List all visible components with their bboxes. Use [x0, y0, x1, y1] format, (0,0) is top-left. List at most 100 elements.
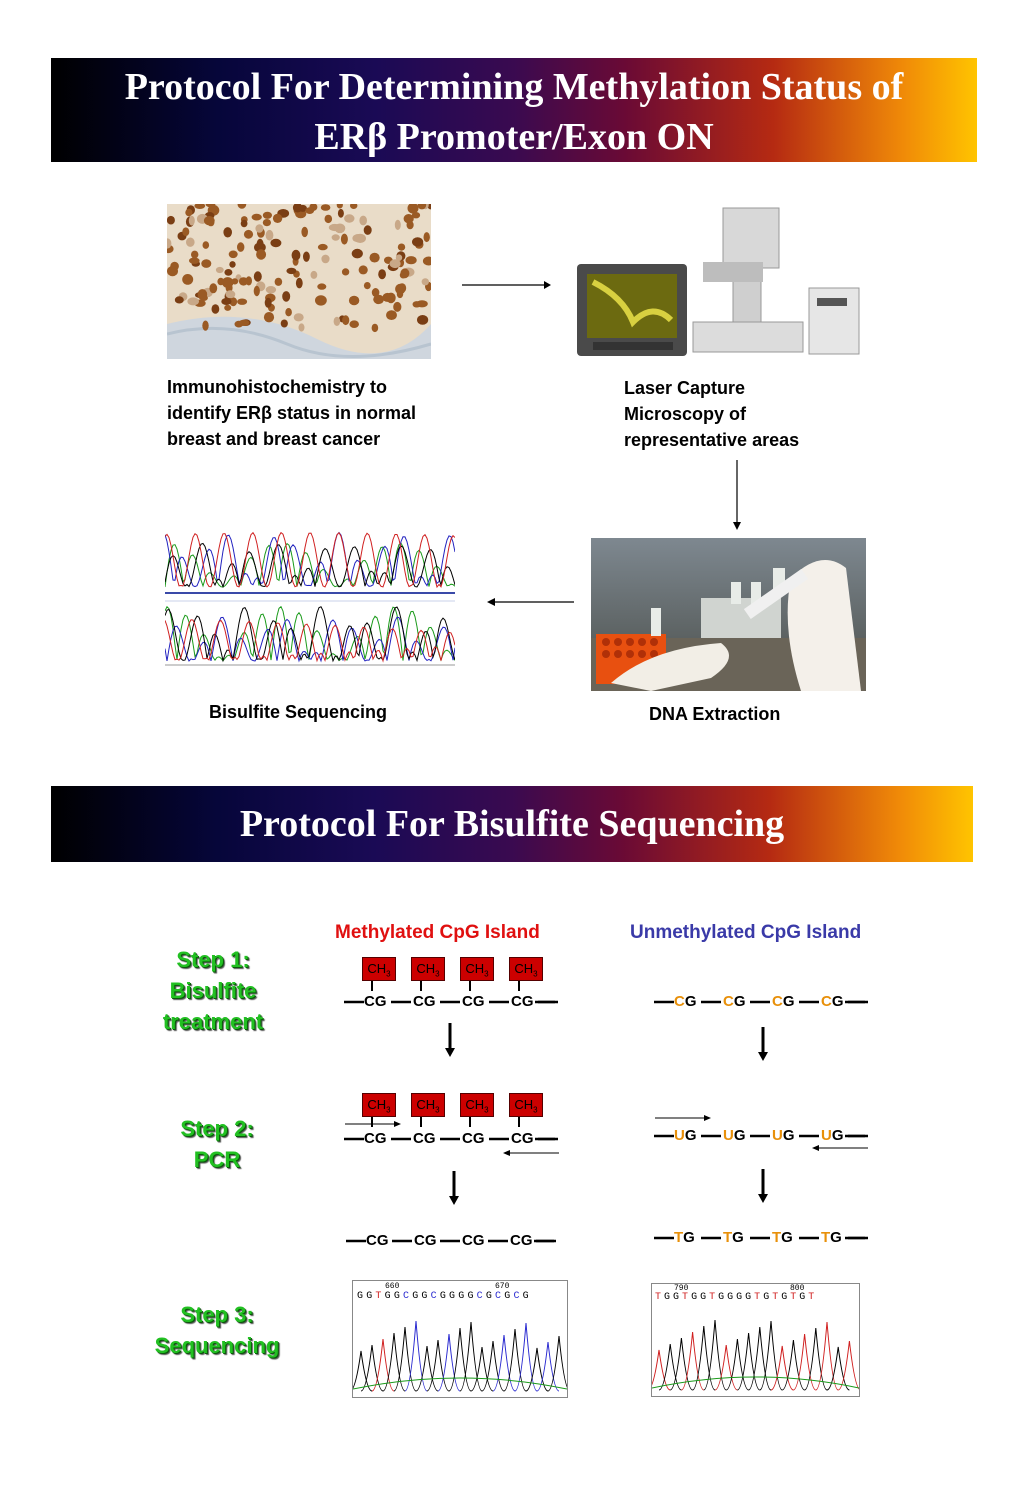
trace-peak [652, 1349, 671, 1391]
guanine-base: G [782, 993, 795, 1010]
sequence-base: G [467, 1291, 477, 1302]
dna-backbone [346, 1239, 556, 1243]
sequence-base: G [718, 1292, 728, 1303]
trace-peak [426, 1339, 450, 1392]
step-3-label: Step 3: Sequencing [132, 1299, 302, 1361]
sequence-base: G [439, 1291, 450, 1302]
bisulfite-protocol-banner: Protocol For Bisulfite Sequencing [51, 786, 973, 862]
bisulfite-caption: Bisulfite Sequencing [209, 702, 388, 722]
cpg-dinucleotide: CG [821, 993, 844, 1013]
trace-peak [692, 1325, 716, 1391]
ch3-label: CH [416, 961, 436, 976]
guanine-base: G [781, 1229, 793, 1246]
trace-peak [393, 1326, 417, 1392]
dna-backbone [344, 1000, 558, 1004]
trace-peak [525, 1347, 549, 1392]
title-line-1: Protocol For Determining Methylation Sta… [124, 66, 904, 108]
ihc-image [167, 204, 431, 359]
sequence-base: G [700, 1292, 710, 1303]
cpg-dinucleotide: CG [364, 1130, 387, 1147]
cpg-dinucleotide: CG [772, 993, 795, 1013]
sequence-base: G [799, 1292, 809, 1303]
cpg-dinucleotide: CG [511, 1130, 534, 1147]
ch3-subscript: 3 [435, 1105, 440, 1115]
ch3-label: CH [367, 961, 387, 976]
sequence-base: G [745, 1292, 755, 1303]
step-3-line-2: Sequencing [154, 1333, 280, 1358]
ch3-bond [371, 1117, 373, 1127]
sequence-base: G [736, 1292, 746, 1303]
step-2-line-1: Step 2: [180, 1116, 254, 1141]
trace-peak [371, 1338, 395, 1392]
arrow-down-meth-1 [445, 1023, 455, 1057]
converted-base: U [723, 1127, 734, 1144]
ch3-label: CH [514, 961, 534, 976]
step-2-label: Step 2: PCR [132, 1113, 302, 1175]
unmethylated-trace-sequence: TGGTGGTGGGGTGTGTGT [655, 1292, 817, 1303]
converted-base: T [674, 1229, 684, 1246]
trace-peak [804, 1327, 828, 1391]
sequence-base: G [393, 1291, 404, 1302]
ch3-methyl-box: CH3 [460, 1093, 494, 1117]
bisulfite-chromatogram-image [165, 525, 455, 671]
sequence-base: G [664, 1292, 674, 1303]
sequence-base: G [673, 1292, 683, 1303]
trace-peak [759, 1320, 783, 1391]
sequence-base: T [790, 1292, 800, 1303]
methylated-trace-sequence: GGTGGCGGCGGGGCGCGCG [357, 1291, 532, 1302]
ch3-methyl-box: CH3 [362, 1093, 396, 1117]
trace-peak [837, 1340, 859, 1391]
cpg-dinucleotide: TG [821, 1229, 842, 1249]
trace-peak [404, 1320, 428, 1392]
ch3-label: CH [465, 961, 485, 976]
sequence-base: G [449, 1291, 459, 1302]
trace-peak [459, 1321, 483, 1392]
methylated-trace-pos-1: 660 [385, 1282, 400, 1291]
trace-peak [770, 1345, 794, 1391]
cpg-dinucleotide: CG [462, 993, 485, 1010]
converted-base: C [723, 993, 734, 1010]
cpg-dinucleotide: CG [366, 1232, 389, 1249]
dna-backbone [654, 1236, 868, 1240]
cpg-dinucleotide: CG [364, 993, 387, 1010]
ch3-label: CH [416, 1097, 436, 1112]
guanine-base: G [830, 1229, 842, 1246]
ch3-bond [420, 981, 422, 991]
step-1-line-1: Step 1: [176, 947, 250, 972]
sequence-base: G [781, 1292, 791, 1303]
guanine-base: G [733, 993, 746, 1010]
guanine-base: G [684, 1127, 697, 1144]
sequence-base: T [682, 1292, 692, 1303]
ch3-methyl-box: CH3 [411, 957, 445, 981]
trace-peak [437, 1333, 461, 1392]
ch3-subscript: 3 [386, 969, 391, 979]
trace-peak [703, 1319, 727, 1391]
sequence-base: C [476, 1291, 486, 1302]
cpg-dinucleotide: CG [674, 993, 697, 1013]
guanine-base: G [732, 1229, 744, 1246]
methylated-sequence-trace: 660 670 GGTGGCGGCGGGGCGCGCG [352, 1280, 568, 1398]
sequence-base: G [421, 1291, 431, 1302]
ch3-bond [469, 1117, 471, 1127]
sequence-base: G [763, 1292, 773, 1303]
sequence-base: T [772, 1292, 782, 1303]
cpg-dinucleotide: CG [413, 1130, 436, 1147]
ch3-bond [518, 1117, 520, 1127]
trace-peak [415, 1345, 439, 1392]
cpg-dinucleotide: CG [414, 1232, 437, 1249]
sequence-base: T [375, 1291, 385, 1302]
cpg-dinucleotide: TG [772, 1229, 793, 1249]
ihc-caption-line-2: identify ERβ status in normal [167, 403, 417, 423]
trace-peak [681, 1331, 705, 1391]
sequence-base: T [709, 1292, 719, 1303]
lcm-caption: Laser Capture Microscopy of representati… [624, 375, 864, 453]
trace-peak [737, 1332, 761, 1391]
ch3-subscript: 3 [533, 969, 538, 979]
converted-base: T [772, 1229, 782, 1246]
ch3-subscript: 3 [484, 1105, 489, 1115]
converted-base: T [821, 1229, 831, 1246]
